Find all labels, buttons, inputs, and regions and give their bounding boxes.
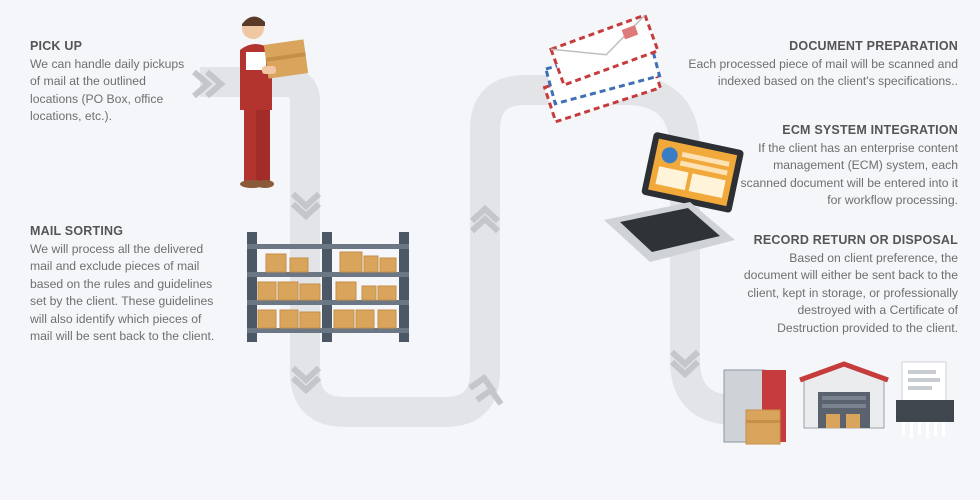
- chevron-right-icon: [192, 69, 226, 99]
- delivery-worker-icon: [240, 16, 309, 188]
- flow-path: [200, 67, 736, 427]
- step-pickup-title: PICK UP: [30, 39, 83, 53]
- laptop-icon: [604, 132, 744, 262]
- chevron-down-icon: [290, 365, 322, 395]
- step-document-preparation-text: Each processed piece of mail will be sca…: [688, 56, 958, 89]
- step-record-return: RECORD RETURN OR DISPOSAL Based on clien…: [743, 232, 958, 337]
- chevron-down-icon: [290, 191, 322, 221]
- storage-building-icon: [799, 361, 889, 429]
- shredder-icon: [896, 361, 954, 438]
- step-mail-sorting-text: We will process all the delivered mail a…: [30, 241, 215, 344]
- step-mail-sorting-title: MAIL SORTING: [30, 224, 124, 238]
- chevron-up-right-icon: [468, 373, 504, 406]
- step-pickup-text: We can handle daily pickups of mail at t…: [30, 56, 185, 124]
- step-document-preparation-title: DOCUMENT PREPARATION: [789, 39, 958, 53]
- step-record-return-title: RECORD RETURN OR DISPOSAL: [753, 233, 958, 247]
- step-ecm-integration: ECM SYSTEM INTEGRATION If the client has…: [733, 122, 958, 210]
- step-ecm-integration-title: ECM SYSTEM INTEGRATION: [782, 123, 958, 137]
- envelope-stack-icon: [542, 13, 663, 124]
- step-document-preparation: DOCUMENT PREPARATION Each processed piec…: [688, 38, 958, 91]
- step-pickup: PICK UP We can handle daily pickups of m…: [30, 38, 230, 126]
- step-ecm-integration-text: If the client has an enterprise content …: [740, 140, 958, 208]
- chevron-down-icon: [669, 349, 701, 379]
- step-mail-sorting: MAIL SORTING We will process all the del…: [30, 223, 230, 346]
- step-record-return-text: Based on client preference, the document…: [743, 250, 958, 335]
- chevron-up-icon: [469, 204, 501, 234]
- mailbox-icon: [723, 369, 786, 445]
- warehouse-shelf-icon: [247, 232, 409, 342]
